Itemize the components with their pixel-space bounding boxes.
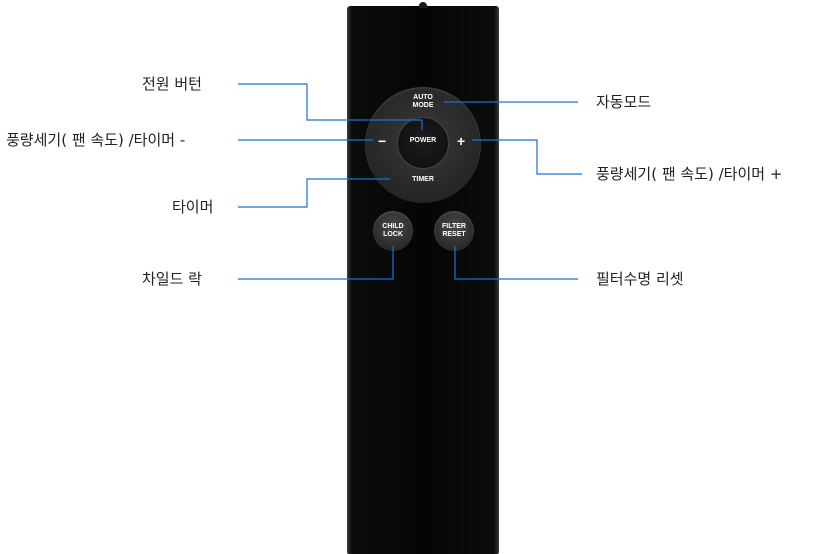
leader-power: [238, 83, 423, 130]
callout-power: 전원 버턴: [142, 75, 202, 93]
power-button-label: POWER: [409, 137, 437, 144]
callout-filter-reset: 필터수명 리셋: [596, 270, 684, 288]
plus-button[interactable]: +: [457, 133, 466, 149]
callout-fan-minus: 풍량세기( 팬 속도) /타이머 -: [6, 131, 186, 149]
power-button[interactable]: [397, 117, 449, 169]
filter-reset-button[interactable]: [434, 211, 474, 251]
leader-filter-reset: [454, 246, 578, 280]
callout-fan-plus: 풍량세기( 팬 속도) /타이머 +: [596, 165, 783, 183]
leader-timer: [238, 178, 390, 208]
leader-fan-plus: [472, 139, 582, 175]
leader-child-lock: [238, 246, 394, 280]
filter-reset-button-label: FILTER RESET: [442, 223, 466, 238]
child-lock-button-label: CHILD LOCK: [382, 223, 404, 238]
auto-mode-button-label[interactable]: AUTO MODE: [412, 94, 434, 109]
callout-auto-mode: 자동모드: [596, 93, 652, 111]
callout-child-lock: 차일드 락: [142, 270, 202, 288]
minus-button[interactable]: −: [378, 133, 387, 149]
remote-top-notch: [419, 2, 427, 8]
timer-button[interactable]: TIMER: [412, 176, 434, 183]
child-lock-button[interactable]: [373, 211, 413, 251]
callout-timer: 타이머: [172, 198, 214, 216]
